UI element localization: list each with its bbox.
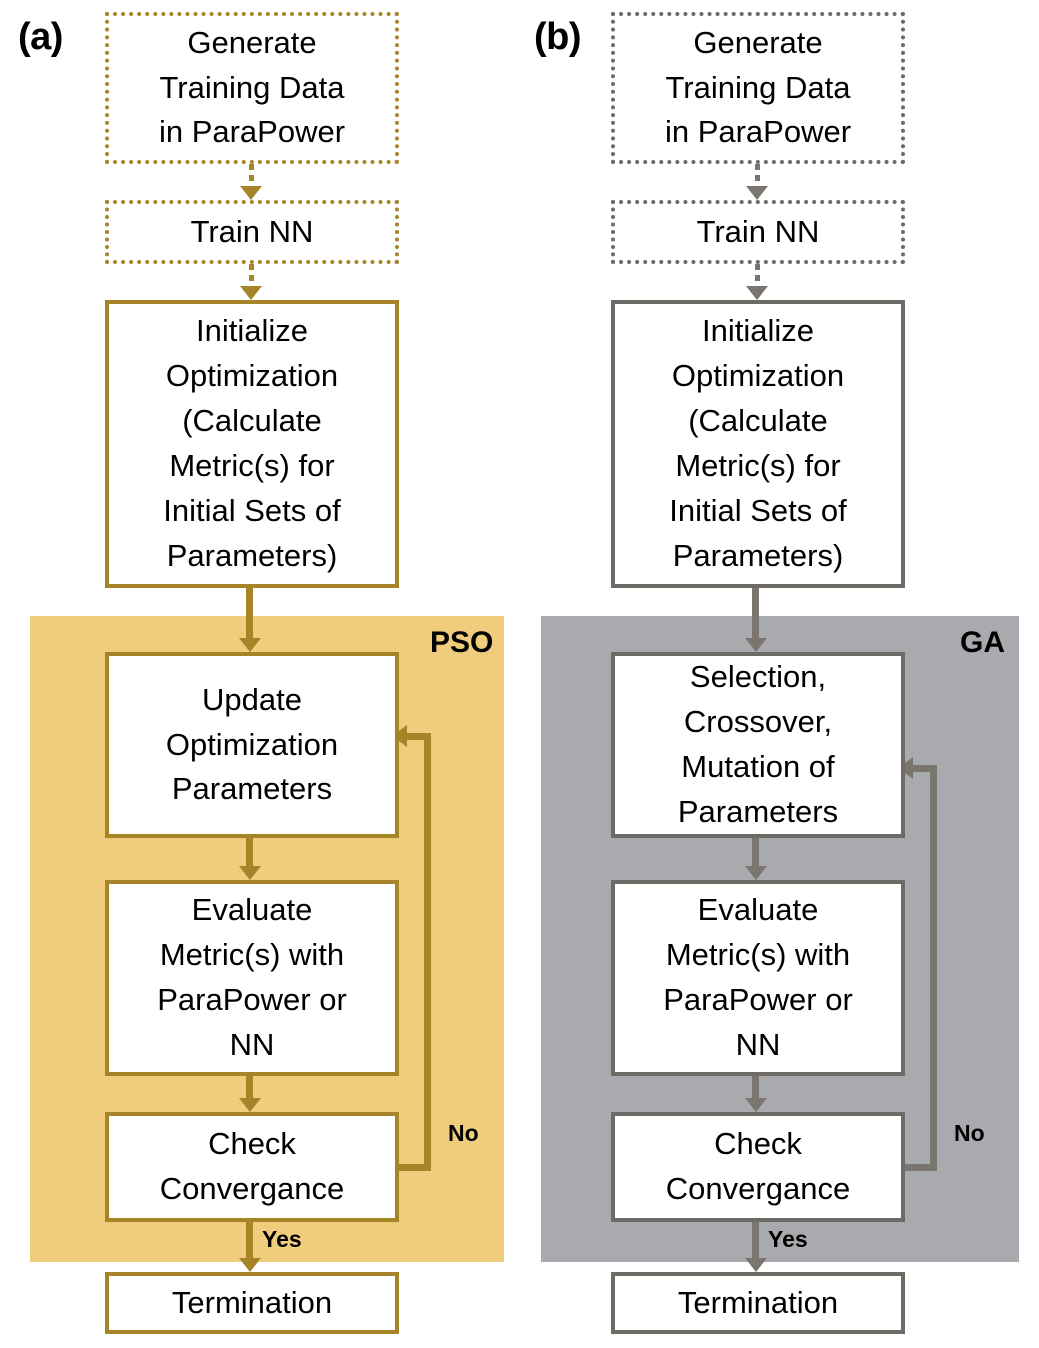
node-initialize-line-5: Initial Sets of [163, 492, 341, 528]
node-evaluate-line-4: NN [229, 1026, 275, 1062]
node-generate-training-data-b[interactable]: Generate Training Data in ParaPower [611, 12, 905, 164]
node-initialize-optimization-a[interactable]: Initialize Optimization (Calculate Metri… [105, 300, 399, 588]
node-train-label-b: Train NN [696, 213, 820, 249]
edge-label-yes-a: Yes [262, 1226, 302, 1252]
arrowhead-generate-to-train-b [746, 186, 768, 200]
arrowhead-evaluate-to-check-b [745, 1098, 767, 1112]
edge-generate-to-train-a [249, 164, 254, 188]
arrowhead-update-to-evaluate-b [745, 866, 767, 880]
edge-update-to-evaluate-b [752, 838, 759, 876]
node-initialize-optimization-b[interactable]: Initialize Optimization (Calculate Metri… [611, 300, 905, 588]
node-update-parameters-b[interactable]: Selection, Crossover, Mutation of Parame… [611, 652, 905, 838]
edge-update-to-evaluate-a [246, 838, 253, 876]
edge-no-loop-vertical-a [424, 733, 431, 1171]
node-generate-training-data-a[interactable]: Generate Training Data in ParaPower [105, 12, 399, 164]
arrowhead-train-to-initialize-b [746, 286, 768, 300]
node-generate-line-2-b: Training Data [665, 69, 851, 105]
node-generate-line-2: Training Data [159, 69, 345, 105]
node-check-convergance-b[interactable]: Check Convergance [611, 1112, 905, 1222]
edge-initialize-to-update-b [752, 588, 759, 642]
node-update-line-3: Parameters [171, 771, 333, 807]
edge-train-to-initialize-a [249, 264, 254, 288]
node-termination-label-b: Termination [677, 1284, 839, 1320]
node-evaluate-line-4-b: NN [735, 1026, 781, 1062]
node-generate-line-3: in ParaPower [158, 114, 346, 150]
node-initialize-line-1-b: Initialize [701, 313, 814, 349]
edge-check-to-termination-b [752, 1222, 759, 1264]
node-evaluate-line-1-b: Evaluate [697, 892, 819, 928]
node-initialize-line-1: Initialize [195, 313, 308, 349]
node-check-line-1: Check [208, 1126, 296, 1162]
node-generate-line-1-b: Generate [693, 24, 823, 60]
node-initialize-line-5-b: Initial Sets of [669, 492, 847, 528]
ga-region-label: GA [960, 626, 1005, 659]
node-update-parameters-a[interactable]: Update Optimization Parameters [105, 652, 399, 838]
node-update-line-4-b: Parameters [677, 793, 839, 829]
edge-label-yes-b: Yes [768, 1226, 808, 1252]
node-termination-a[interactable]: Termination [105, 1272, 399, 1334]
edge-initialize-to-update-a [246, 588, 253, 642]
node-initialize-line-2: Optimization [165, 358, 339, 394]
node-initialize-line-6: Parameters) [166, 537, 338, 573]
edge-no-loop-top-a [406, 733, 431, 740]
node-check-line-2: Convergance [159, 1171, 345, 1206]
arrowhead-initialize-to-update-b [745, 638, 767, 652]
node-evaluate-metrics-a[interactable]: Evaluate Metric(s) with ParaPower or NN [105, 880, 399, 1076]
node-initialize-line-4-b: Metric(s) for [675, 448, 841, 483]
edge-train-to-initialize-b [755, 264, 760, 288]
node-initialize-line-3-b: (Calculate [688, 403, 828, 439]
edge-label-no-a: No [448, 1120, 479, 1146]
arrowhead-check-to-termination-a [239, 1258, 261, 1272]
arrowhead-initialize-to-update-a [239, 638, 261, 652]
node-update-line-1: Update [202, 681, 302, 717]
node-evaluate-line-2: Metric(s) with [159, 937, 345, 973]
edge-evaluate-to-check-a [246, 1076, 253, 1108]
arrowhead-evaluate-to-check-a [239, 1098, 261, 1112]
node-initialize-line-2-b: Optimization [671, 358, 845, 394]
edge-no-loop-bottom-a [395, 1164, 431, 1171]
pso-region-label: PSO [430, 626, 494, 659]
panel-label-a: (a) [18, 16, 63, 58]
node-update-line-3-b: Mutation of [681, 749, 835, 784]
node-initialize-line-4: Metric(s) for [169, 448, 335, 483]
node-evaluate-line-3-b: ParaPower or [663, 982, 853, 1017]
edge-evaluate-to-check-b [752, 1076, 759, 1108]
edge-no-loop-top-b [912, 765, 937, 772]
node-evaluate-metrics-b[interactable]: Evaluate Metric(s) with ParaPower or NN [611, 880, 905, 1076]
arrowhead-update-to-evaluate-a [239, 866, 261, 880]
edge-check-to-termination-a [246, 1222, 253, 1264]
node-termination-label-a: Termination [171, 1284, 333, 1320]
arrowhead-generate-to-train-a [240, 186, 262, 200]
node-termination-b[interactable]: Termination [611, 1272, 905, 1334]
node-train-nn-a[interactable]: Train NN [105, 200, 399, 264]
edge-no-loop-vertical-b [930, 765, 937, 1171]
node-check-line-1-b: Check [714, 1126, 802, 1162]
edge-no-loop-bottom-b [901, 1164, 937, 1171]
node-evaluate-line-2-b: Metric(s) with [665, 937, 851, 973]
arrowhead-check-to-termination-b [745, 1258, 767, 1272]
node-initialize-line-3: (Calculate [182, 403, 322, 439]
node-evaluate-line-3: ParaPower or [157, 982, 347, 1017]
node-train-nn-b[interactable]: Train NN [611, 200, 905, 264]
node-update-line-2-b: Crossover, [683, 704, 833, 740]
node-check-convergance-a[interactable]: Check Convergance [105, 1112, 399, 1222]
edge-generate-to-train-b [755, 164, 760, 188]
node-evaluate-line-1: Evaluate [191, 892, 313, 928]
node-update-line-1-b: Selection, [689, 659, 827, 695]
node-update-line-2: Optimization [165, 726, 339, 762]
node-generate-line-3-b: in ParaPower [664, 114, 852, 150]
arrowhead-train-to-initialize-a [240, 286, 262, 300]
node-initialize-line-6-b: Parameters) [672, 537, 844, 573]
node-generate-line-1: Generate [187, 24, 317, 60]
node-train-label-a: Train NN [190, 213, 314, 249]
panel-label-b: (b) [534, 16, 582, 58]
edge-label-no-b: No [954, 1120, 985, 1146]
node-check-line-2-b: Convergance [665, 1171, 851, 1206]
